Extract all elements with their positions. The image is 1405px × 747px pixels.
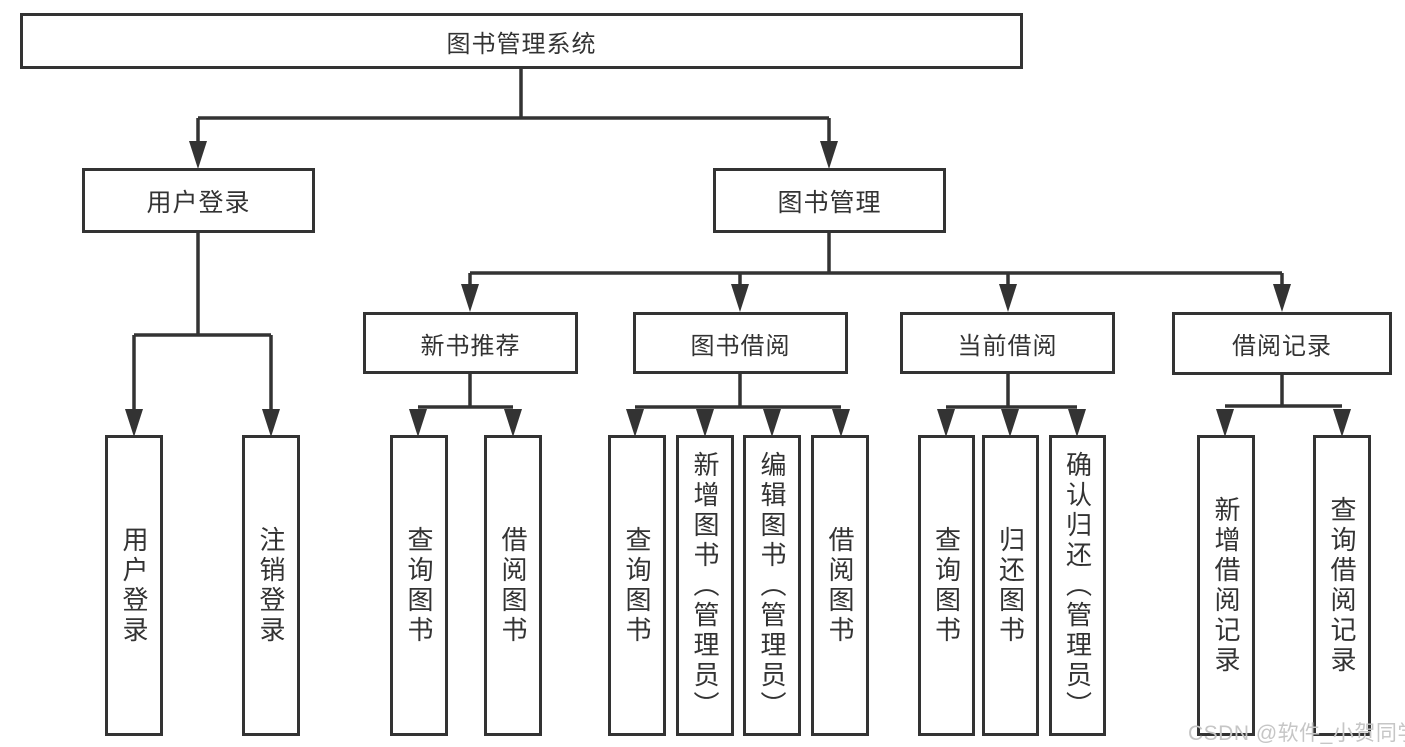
leaf-query-books: 查询图书 — [390, 435, 448, 736]
leaf-label: 编辑图书（管理员） — [757, 450, 787, 721]
leaf-confirm-return-admin: 确认归还（管理员） — [1049, 435, 1106, 736]
leaf-label: 查询图书 — [622, 525, 652, 646]
arrow-down-icon — [1273, 284, 1291, 312]
leaf-label: 查询图书 — [931, 525, 962, 646]
leaf-return-book: 归还图书 — [982, 435, 1039, 736]
arrow-down-icon — [1001, 409, 1019, 437]
arrow-down-icon — [626, 409, 644, 437]
arrow-down-icon — [1216, 409, 1234, 437]
arrow-down-icon — [937, 409, 955, 437]
arrow-down-icon — [999, 284, 1017, 312]
node-label: 用户登录 — [146, 188, 251, 217]
leaf-label: 查询借阅记录 — [1327, 495, 1357, 676]
arrow-down-icon — [409, 409, 427, 437]
arrow-down-icon — [832, 409, 850, 437]
leaf-edit-book-admin: 编辑图书（管理员） — [743, 435, 801, 736]
leaf-label: 归还图书 — [995, 525, 1026, 646]
arrow-down-icon — [125, 409, 143, 437]
node-library-management-system: 图书管理系统 — [20, 13, 1023, 69]
arrow-down-icon — [461, 284, 479, 312]
leaf-add-borrow-record: 新增借阅记录 — [1197, 435, 1255, 736]
node-user-login: 用户登录 — [82, 168, 315, 233]
node-label: 图书管理系统 — [446, 30, 597, 58]
leaf-label: 确认归还（管理员） — [1062, 450, 1093, 721]
node-label: 图书管理 — [777, 188, 882, 217]
arrow-down-icon — [731, 284, 749, 312]
leaf-label: 注销登录 — [256, 525, 286, 646]
node-label: 当前借阅 — [957, 332, 1058, 360]
node-new-book-recommend: 新书推荐 — [363, 312, 578, 374]
leaf-label: 用户登录 — [119, 525, 149, 646]
node-current-borrowing: 当前借阅 — [900, 312, 1115, 374]
node-label: 新书推荐 — [420, 332, 521, 360]
csdn-watermark: CSDN @软件_小贺同学 — [1188, 722, 1405, 745]
leaf-borrow-books: 借阅图书 — [811, 435, 869, 736]
leaf-query-books: 查询图书 — [608, 435, 666, 736]
arrow-down-icon — [1333, 409, 1351, 437]
leaf-label: 新增图书（管理员） — [690, 450, 720, 721]
leaf-user-login: 用户登录 — [105, 435, 163, 736]
arrow-down-icon — [820, 141, 838, 169]
leaf-label: 新增借阅记录 — [1211, 495, 1241, 676]
connector-path — [132, 68, 1342, 410]
arrow-down-icon — [1068, 409, 1086, 437]
arrowheads — [125, 141, 1351, 437]
arrow-down-icon — [763, 409, 781, 437]
node-label: 借阅记录 — [1232, 333, 1332, 360]
leaf-query-borrow-record: 查询借阅记录 — [1313, 435, 1371, 736]
arrow-down-icon — [189, 141, 207, 169]
node-book-borrowing: 图书借阅 — [633, 312, 848, 374]
arrow-down-icon — [696, 409, 714, 437]
node-book-management: 图书管理 — [713, 168, 946, 233]
leaf-label: 查询图书 — [404, 525, 434, 646]
leaf-add-book-admin: 新增图书（管理员） — [676, 435, 734, 736]
node-borrowing-records: 借阅记录 — [1172, 312, 1392, 375]
arrow-down-icon — [504, 409, 522, 437]
leaf-borrow-books: 借阅图书 — [484, 435, 542, 736]
arrow-down-icon — [262, 409, 280, 437]
leaf-query-books: 查询图书 — [918, 435, 975, 736]
leaf-label: 借阅图书 — [825, 525, 855, 646]
node-label: 图书借阅 — [690, 332, 791, 360]
leaf-logout: 注销登录 — [242, 435, 300, 736]
leaf-label: 借阅图书 — [498, 525, 528, 646]
